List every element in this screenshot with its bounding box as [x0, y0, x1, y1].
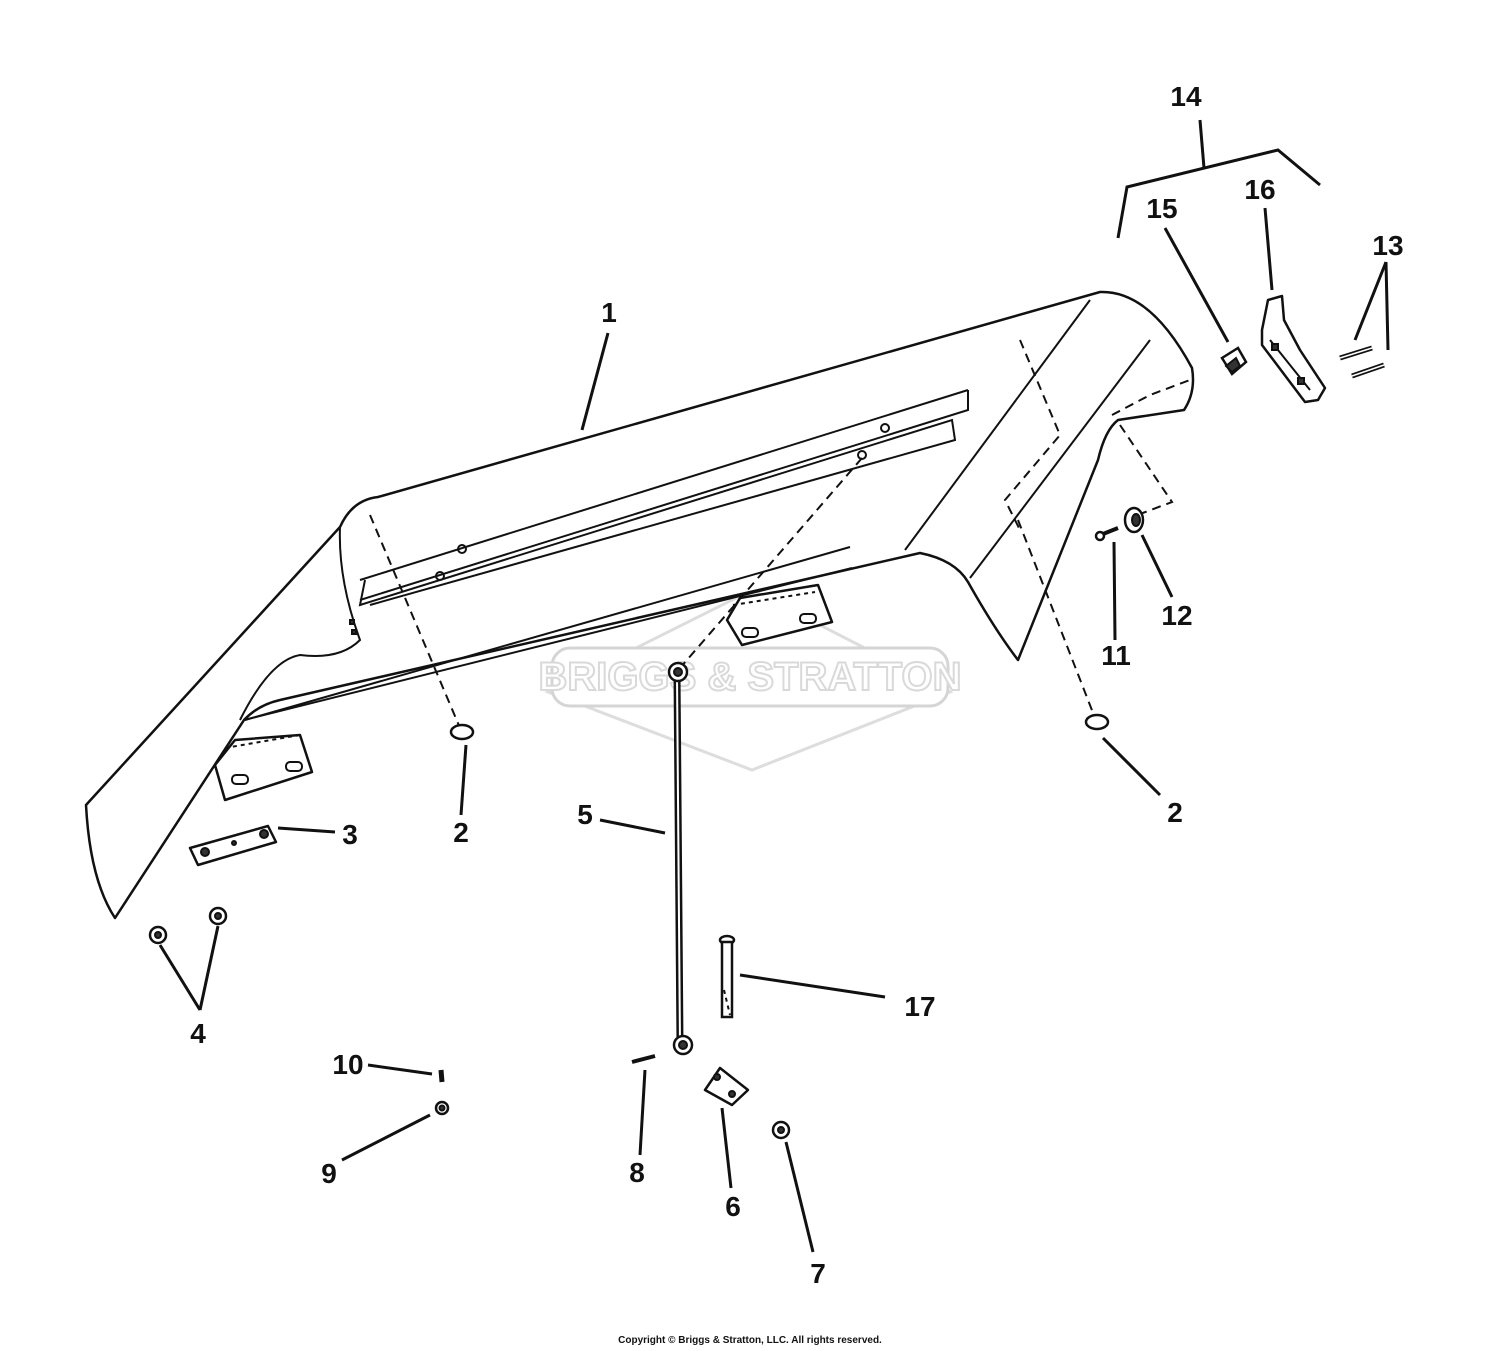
part-5-support-rod — [667, 661, 694, 1056]
part-11-bolt — [1094, 526, 1119, 542]
part-4-nuts — [148, 906, 228, 945]
shroud-side-curve — [239, 526, 362, 721]
part-7-nut — [771, 1120, 791, 1140]
label-part-3: 3 — [342, 819, 358, 850]
label-part-5: 5 — [577, 799, 593, 830]
shroud-hole — [457, 544, 467, 554]
assembly-line-left-grommet — [369, 514, 461, 729]
part-9-nut — [434, 1100, 450, 1116]
hinge-slot — [799, 613, 817, 624]
shroud-hole — [880, 423, 890, 433]
shroud-crease-1 — [904, 299, 1091, 551]
label-part-14: 14 — [1170, 81, 1202, 112]
assembly-line-rod — [679, 457, 863, 669]
watermark-text: BRIGGS & STRATTON — [539, 655, 962, 699]
part-number-labels: 1 2 2 3 4 5 6 7 8 9 10 11 12 13 14 15 16… — [190, 81, 1403, 1289]
shroud-rail-lower — [359, 390, 969, 601]
label-part-11: 11 — [1101, 640, 1131, 671]
watermark-logo: BRIGGS & STRATTON — [538, 588, 962, 772]
part-6-bracket — [703, 1066, 750, 1107]
shroud-crease-2 — [969, 339, 1151, 579]
copyright-notice: Copyright © Briggs & Stratton, LLC. All … — [618, 1335, 882, 1346]
center-hinge-plate — [725, 583, 834, 647]
part-15-latch-knob — [1220, 346, 1248, 376]
part-12-bumper — [1123, 506, 1145, 534]
leader-lines — [158, 119, 1390, 1253]
part-13-screws — [1339, 345, 1385, 379]
label-part-10: 10 — [332, 1049, 363, 1080]
label-part-6: 6 — [725, 1191, 741, 1222]
part-17-bolt — [718, 934, 736, 1019]
shroud-inner-edge — [243, 567, 853, 721]
label-part-15: 15 — [1146, 193, 1177, 224]
shroud-hidden-line — [1003, 339, 1062, 531]
label-part-7: 7 — [810, 1258, 826, 1289]
assembly-line-right-grommet — [1017, 519, 1096, 719]
shroud-inner-edge-2 — [244, 546, 851, 721]
label-part-16: 16 — [1244, 174, 1275, 205]
shroud-hole — [435, 571, 445, 581]
hinge-slot — [231, 774, 249, 785]
shroud-rivet — [349, 619, 355, 625]
part-2-grommet-right — [1084, 713, 1110, 731]
hinge-slot — [285, 761, 303, 772]
label-part-4: 4 — [190, 1018, 206, 1049]
part-2-grommet-left — [449, 723, 475, 741]
latch-recess-hidden-2 — [1119, 424, 1174, 515]
label-part-2-right: 2 — [1167, 797, 1183, 828]
label-part-8: 8 — [629, 1157, 645, 1188]
left-hinge-plate — [213, 733, 314, 802]
label-part-17: 17 — [904, 991, 935, 1022]
label-part-9: 9 — [321, 1158, 337, 1189]
part-16-latch — [1260, 294, 1327, 404]
part-3-hinge-strap — [188, 824, 278, 867]
part-8-pin — [631, 1054, 656, 1064]
label-part-1: 1 — [601, 297, 617, 328]
part-1-shroud — [84, 290, 1195, 920]
label-part-12: 12 — [1161, 600, 1192, 631]
shroud-body — [84, 290, 1195, 920]
shroud-rivet — [351, 629, 357, 635]
shroud-channel — [358, 418, 957, 607]
hinge-teeth — [732, 591, 816, 606]
label-part-13: 13 — [1372, 230, 1403, 261]
shroud-rail-top — [359, 389, 969, 581]
label-part-2-left: 2 — [453, 817, 469, 848]
hinge-slot — [741, 627, 759, 638]
part-10-screw — [438, 1069, 445, 1083]
